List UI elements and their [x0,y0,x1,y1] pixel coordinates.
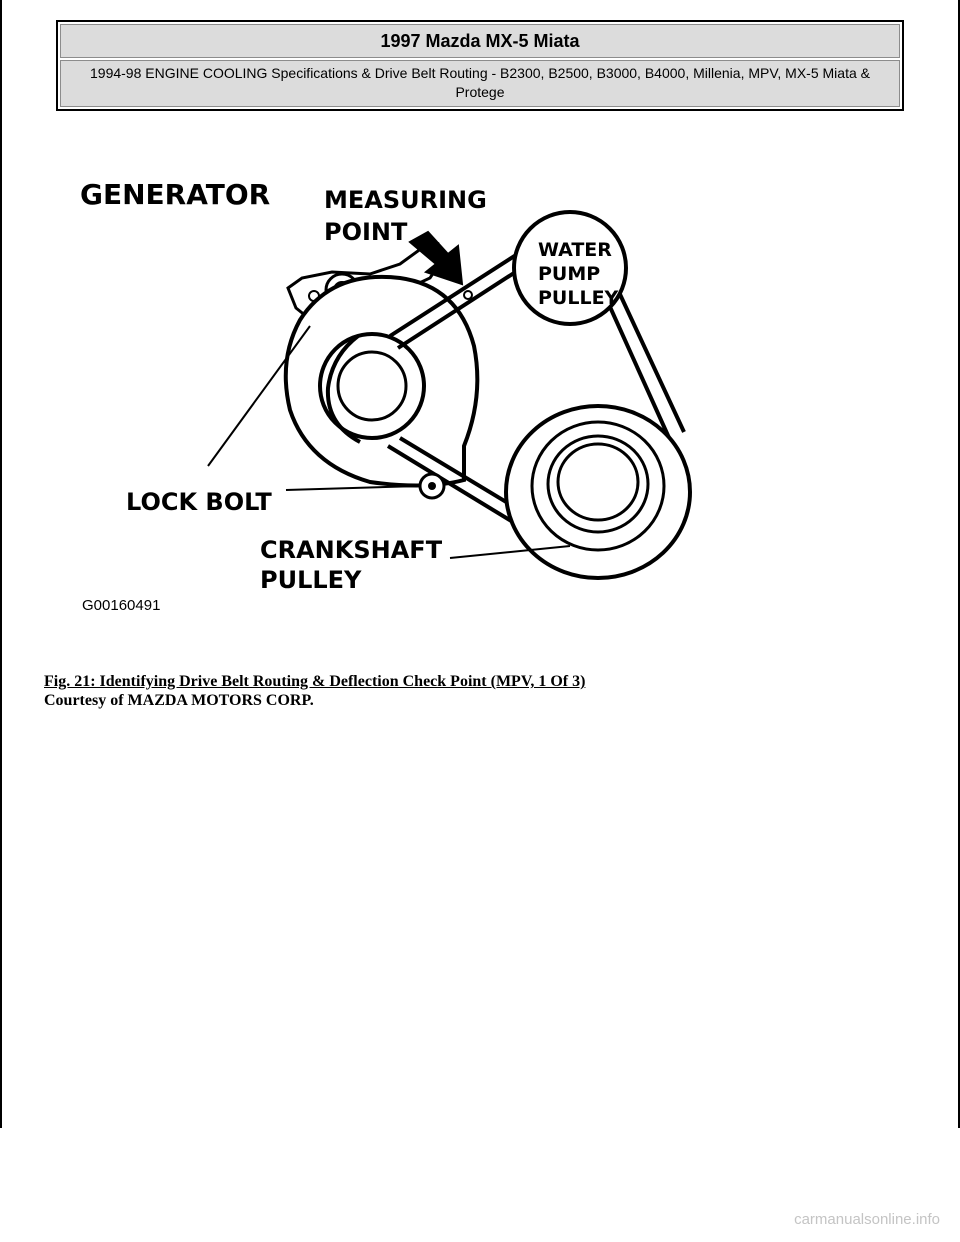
diagram-svg: GENERATOR MEASURING POINT WATER PUMP PUL… [80,178,692,614]
document-title: 1997 Mazda MX-5 Miata [60,24,900,58]
label-lock-bolt: LOCK BOLT [126,488,272,516]
belt-check-point [463,290,473,300]
label-pulley-crank: PULLEY [260,566,362,594]
label-point: POINT [324,218,408,246]
page-frame [0,0,960,1128]
label-water: WATER [538,239,612,261]
label-measuring: MEASURING [324,186,487,214]
water-pump-pulley [512,210,628,326]
figure-id: G00160491 [82,597,160,614]
measuring-arrow [408,230,464,286]
document-header: 1997 Mazda MX-5 Miata 1994-98 ENGINE COO… [56,20,904,111]
crankshaft-leader-line [449,545,571,559]
label-crankshaft: CRANKSHAFT [260,536,443,564]
generator-leader-line [207,325,311,467]
lock-bolt-center [428,482,436,490]
label-pulley-water: PULLEY [538,287,619,309]
caption-title: Fig. 21: Identifying Drive Belt Routing … [44,673,586,690]
label-pump: PUMP [538,263,600,285]
figure-caption: Fig. 21: Identifying Drive Belt Routing … [44,672,844,710]
lock-bolt-leader-line [285,485,421,491]
watermark: carmanualsonline.info [794,1211,940,1228]
document-subtitle: 1994-98 ENGINE COOLING Specifications & … [60,60,900,107]
belt-routing-diagram: GENERATOR MEASURING POINT WATER PUMP PUL… [70,160,710,630]
crankshaft-pulley-hub [556,442,640,522]
label-generator: GENERATOR [80,178,270,211]
generator-pulley-inner [336,350,408,422]
caption-credit: Courtesy of MAZDA MOTORS CORP. [44,692,314,709]
